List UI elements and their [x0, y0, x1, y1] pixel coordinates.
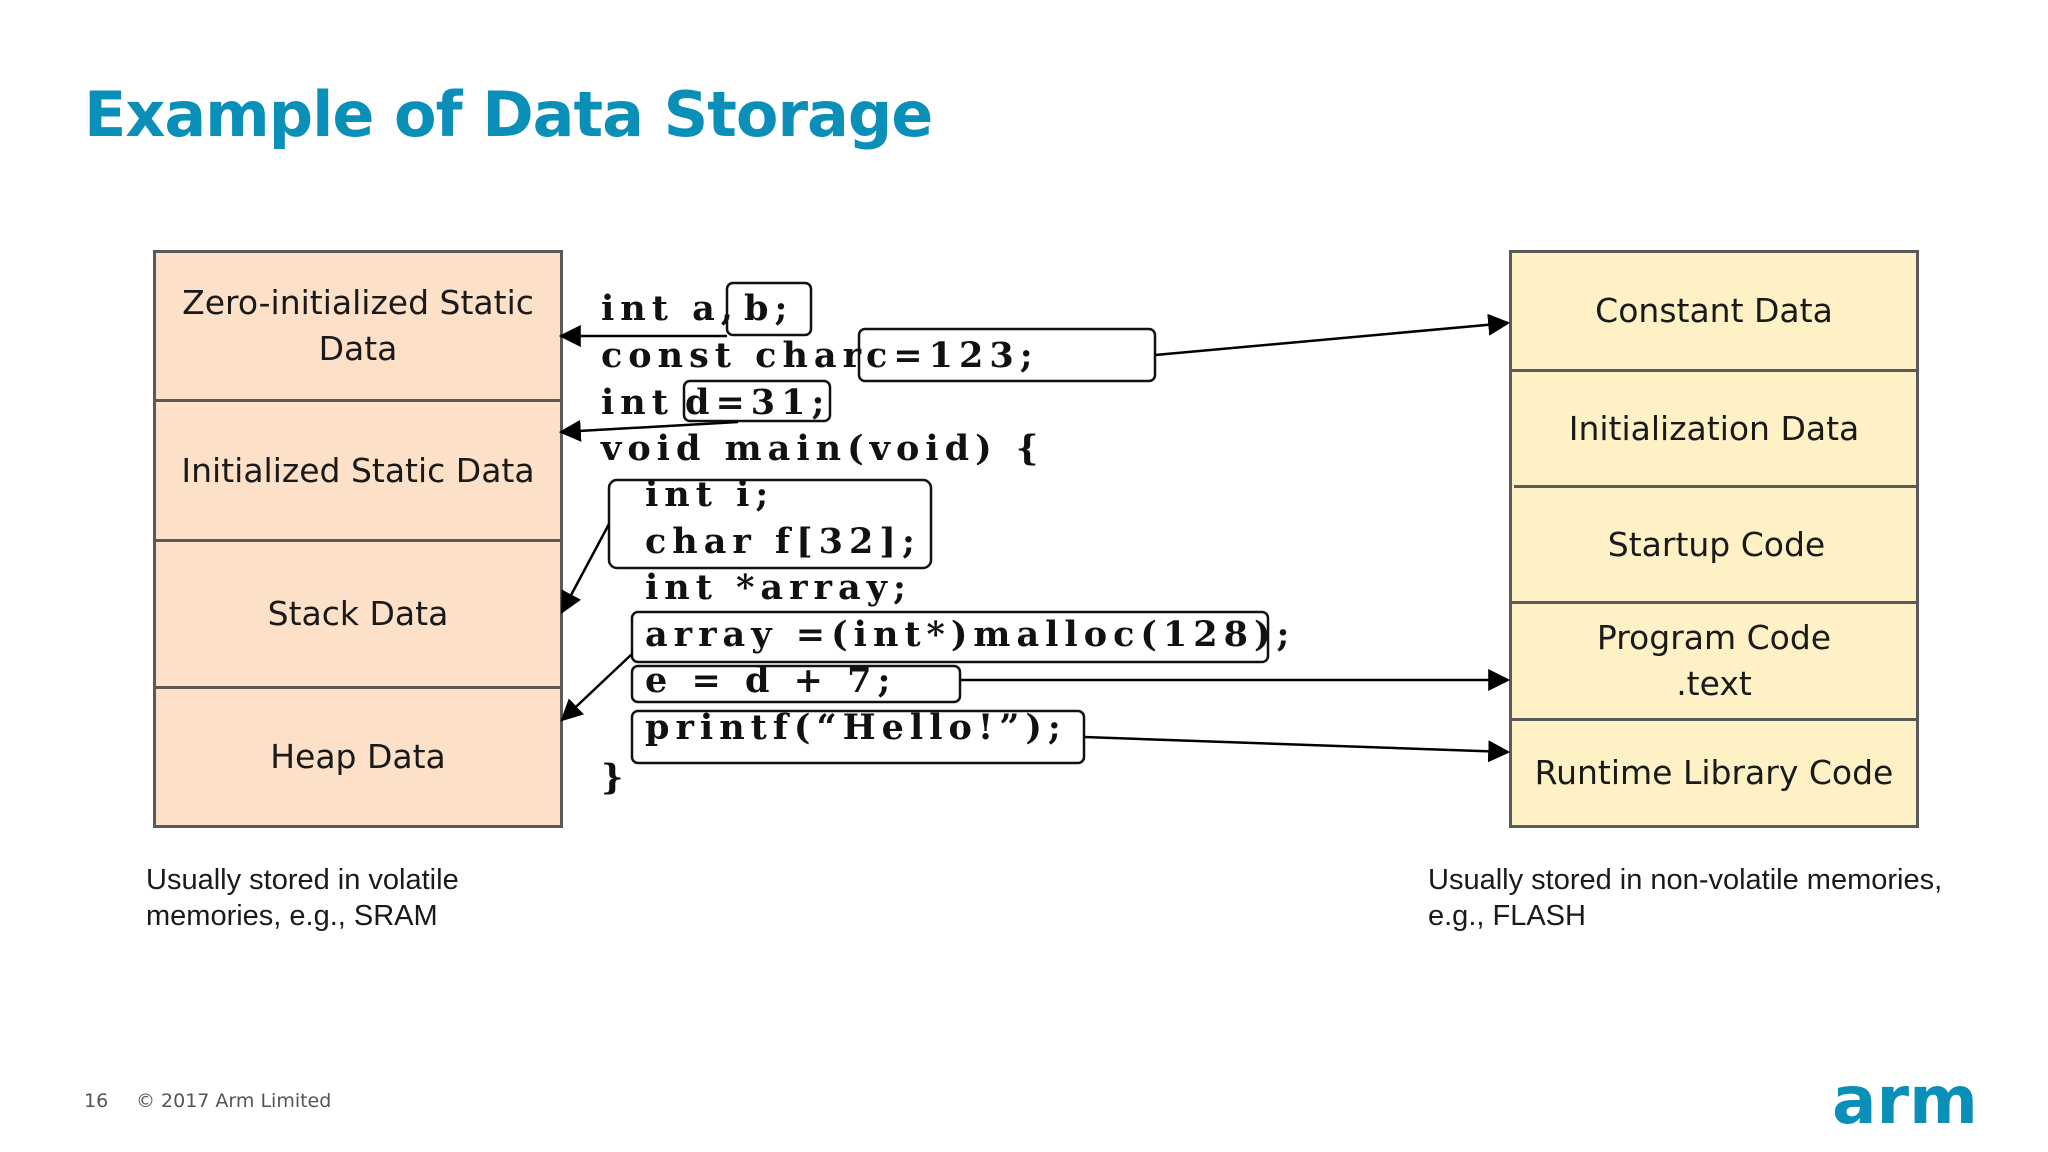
arrow-locals-to-stack — [560, 523, 611, 614]
nonvolatile-memory-stack: Constant Data Initialization Data Startu… — [1509, 250, 1919, 828]
highlight-box-assign — [630, 664, 962, 704]
nonvolatile-caption: Usually stored in non-volatile memories,… — [1428, 864, 1943, 932]
highlight-box-locals — [607, 478, 933, 570]
code-line-7: int *array; — [645, 567, 912, 608]
code-line-11: } — [601, 757, 630, 798]
stack-data-block: Stack Data — [156, 539, 560, 686]
code-line-2b: c=123; — [866, 335, 1039, 376]
slide-title: Example of Data Storage — [84, 78, 933, 151]
initialized-static-data-block: Initialized Static Data — [156, 399, 560, 539]
constant-data-block: Constant Data — [1595, 291, 1833, 330]
heap-data-block: Heap Data — [156, 686, 560, 825]
code-line-4: void main(void) { — [601, 428, 1045, 469]
code-line-3b: d=31; — [685, 382, 831, 423]
zero-initialized-static-data-block: Zero-initialized Static Data — [182, 283, 534, 368]
arrow-c-to-constant-data — [1154, 313, 1511, 357]
arrow-printf-to-runtime-lib — [1083, 735, 1511, 763]
initialization-data-block: Initialization Data — [1512, 369, 1916, 485]
code-line-8: array =(int*)malloc(128); — [645, 614, 1296, 655]
copyright-notice: © 2017 Arm Limited — [136, 1090, 332, 1112]
code-line-1b: b; — [744, 288, 794, 329]
page-number: 16 — [84, 1090, 109, 1112]
code-line-2a: const char — [601, 335, 868, 376]
code-line-6: char f[32]; — [645, 521, 921, 562]
highlight-box-printf — [630, 709, 1086, 765]
runtime-library-code-block: Runtime Library Code — [1512, 718, 1916, 825]
arrow-d-to-init-static — [558, 419, 739, 442]
highlight-box-b — [725, 281, 813, 337]
code-line-3a: int — [601, 382, 674, 423]
volatile-caption: Usually stored in volatile memories, e.g… — [146, 864, 459, 932]
highlight-box-d — [682, 379, 832, 423]
program-code-block: Program Code .text — [1512, 601, 1916, 718]
startup-code-block: Startup Code — [1514, 485, 1919, 601]
volatile-memory-stack: Zero-initialized Static Data Initialized… — [153, 250, 563, 828]
code-line-10: printf(“Hello!”); — [645, 707, 1067, 748]
arrow-malloc-to-heap — [560, 653, 633, 722]
highlight-box-c — [857, 327, 1157, 383]
arm-logo: arm — [1832, 1062, 1978, 1139]
highlight-box-malloc — [630, 610, 1270, 664]
